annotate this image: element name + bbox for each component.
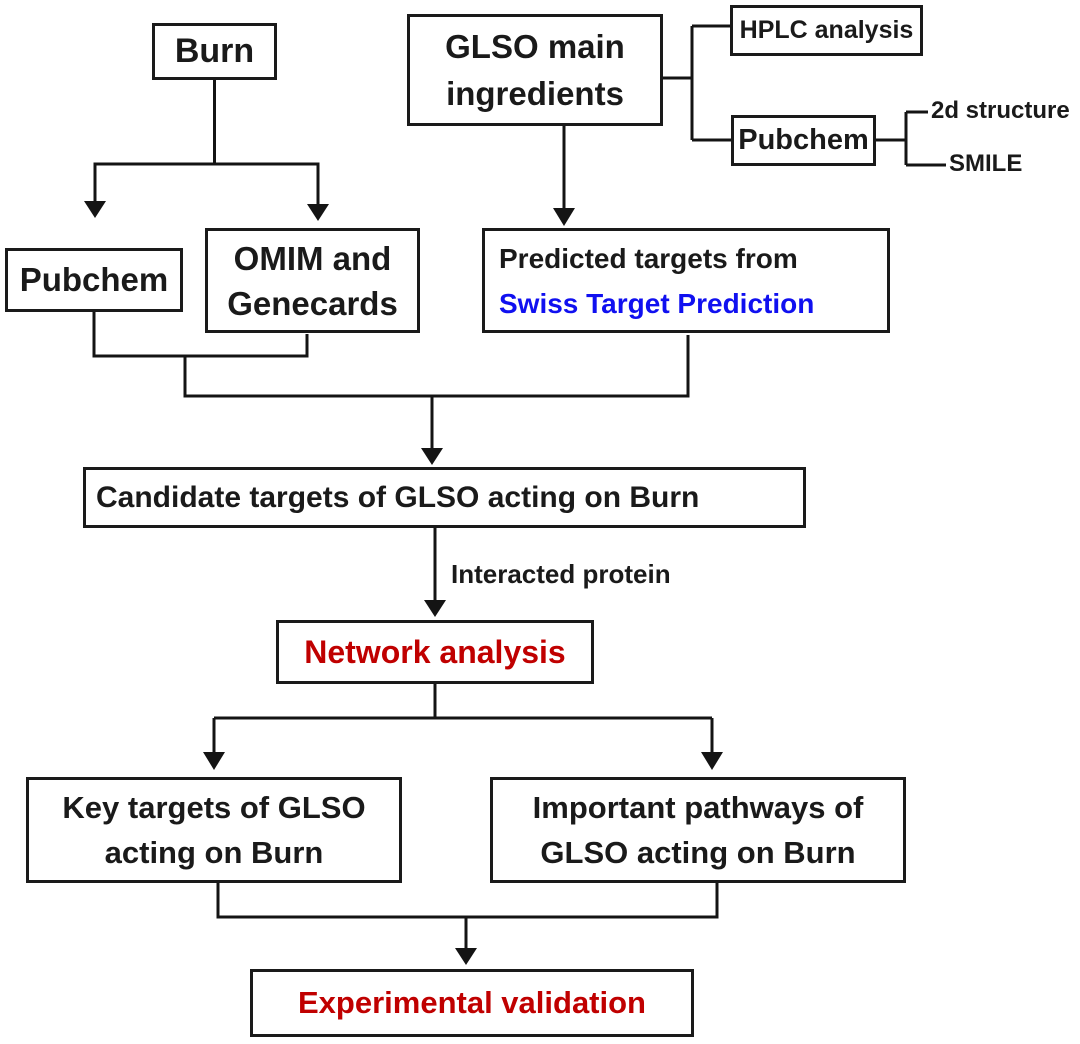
node-glso-line1: GLSO main [445, 28, 625, 65]
arrowhead-key-targets [203, 752, 225, 770]
arrowhead-burn-left [84, 201, 106, 218]
node-important-pathways: Important pathways of GLSO acting on Bur… [490, 777, 906, 883]
node-network-analysis: Network analysis [276, 620, 594, 684]
arrowhead-experimental [455, 948, 477, 965]
node-key-targets-line1: Key targets of GLSO [62, 790, 366, 825]
label-2d-structure: 2d structure [931, 97, 1070, 125]
connector-main-merge [183, 335, 690, 398]
node-candidate-targets-label: Candidate targets of GLSO acting on Burn [96, 480, 700, 514]
node-burn-label: Burn [174, 32, 255, 71]
label-smile: SMILE [949, 150, 1022, 178]
node-glso-main-ingredients: GLSO main ingredients [407, 14, 663, 126]
node-key-targets: Key targets of GLSO acting on Burn [26, 777, 402, 883]
label-smile-text: SMILE [949, 150, 1023, 177]
connector-network-split [212, 684, 714, 753]
node-pubchem-compound-label: Pubchem [738, 124, 869, 157]
label-interacted-protein-text: Interacted protein [451, 559, 671, 589]
connector-glso-right-tree [663, 24, 731, 142]
label-interacted-protein: Interacted protein [451, 559, 671, 590]
node-omim-line1: OMIM and [233, 239, 392, 277]
arrowhead-glso-predicted [553, 208, 575, 226]
node-pubchem-disease: Pubchem [5, 248, 183, 312]
arrowhead-important-pathways [701, 752, 723, 770]
node-burn: Burn [152, 23, 277, 80]
node-pubchem-compound: Pubchem [731, 115, 876, 166]
node-experimental-validation: Experimental validation [250, 969, 694, 1037]
connector-pubchem-bracket [876, 110, 946, 167]
arrowhead-burn-right [307, 204, 329, 221]
node-experimental-validation-label: Experimental validation [298, 984, 646, 1020]
node-pubchem-disease-label: Pubchem [19, 261, 169, 299]
node-predicted-targets: Predicted targets from Swiss Target Pred… [482, 228, 890, 333]
node-key-targets-line2: acting on Burn [104, 835, 324, 870]
node-network-analysis-label: Network analysis [304, 634, 566, 670]
label-2d-structure-text: 2d structure [931, 97, 1070, 124]
node-candidate-targets: Candidate targets of GLSO acting on Burn [83, 467, 806, 528]
node-glso-line2: ingredients [446, 75, 624, 112]
node-omim-genecards: OMIM and Genecards [205, 228, 420, 333]
arrowhead-candidate [421, 448, 443, 465]
node-hplc-analysis: HPLC analysis [730, 5, 923, 56]
node-omim-line2: Genecards [227, 284, 398, 322]
arrowhead-network [424, 600, 446, 617]
node-important-pathways-line2: GLSO acting on Burn [540, 835, 856, 870]
connector-disease-merge [92, 312, 309, 358]
connector-burn-split [93, 80, 320, 205]
node-predicted-line2-swiss-target-prediction: Swiss Target Prediction [499, 287, 815, 319]
node-predicted-line1: Predicted targets from [499, 242, 798, 274]
node-important-pathways-line1: Important pathways of [532, 790, 864, 825]
connector-final-merge [216, 883, 719, 949]
node-hplc-label: HPLC analysis [739, 15, 914, 44]
